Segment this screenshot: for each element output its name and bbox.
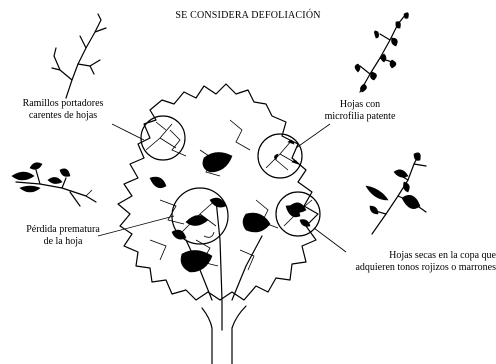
- label-bare-twigs: Ramillos portadores carentes de hojas: [8, 98, 118, 122]
- label-line: Hojas secas en la copa que: [312, 250, 496, 262]
- label-line: Ramillos portadores: [8, 98, 118, 110]
- magnifier-circle-icon: [141, 116, 320, 244]
- label-line: microfilia patente: [300, 111, 420, 123]
- label-premature-loss: Pérdida prematura de la hoja: [8, 224, 118, 248]
- label-line: adquieren tonos rojizos o marrones: [312, 262, 496, 274]
- small-leaf-twig-icon: [355, 13, 409, 92]
- broken-twig-icon: [12, 163, 96, 206]
- label-line: de la hoja: [8, 236, 118, 248]
- label-microphylly: Hojas con microfilia patente: [300, 99, 420, 123]
- label-line: Hojas con: [300, 99, 420, 111]
- label-line: carentes de hojas: [8, 110, 118, 122]
- diagram-title: SE CONSIDERA DEFOLIACIÓN: [0, 10, 496, 21]
- dry-leaf-twig-icon: [366, 153, 426, 234]
- label-line: Pérdida prematura: [8, 224, 118, 236]
- tree-icon: [118, 84, 318, 364]
- bare-twig-icon: [52, 14, 106, 98]
- label-dry-leaves: Hojas secas en la copa que adquieren ton…: [312, 250, 496, 274]
